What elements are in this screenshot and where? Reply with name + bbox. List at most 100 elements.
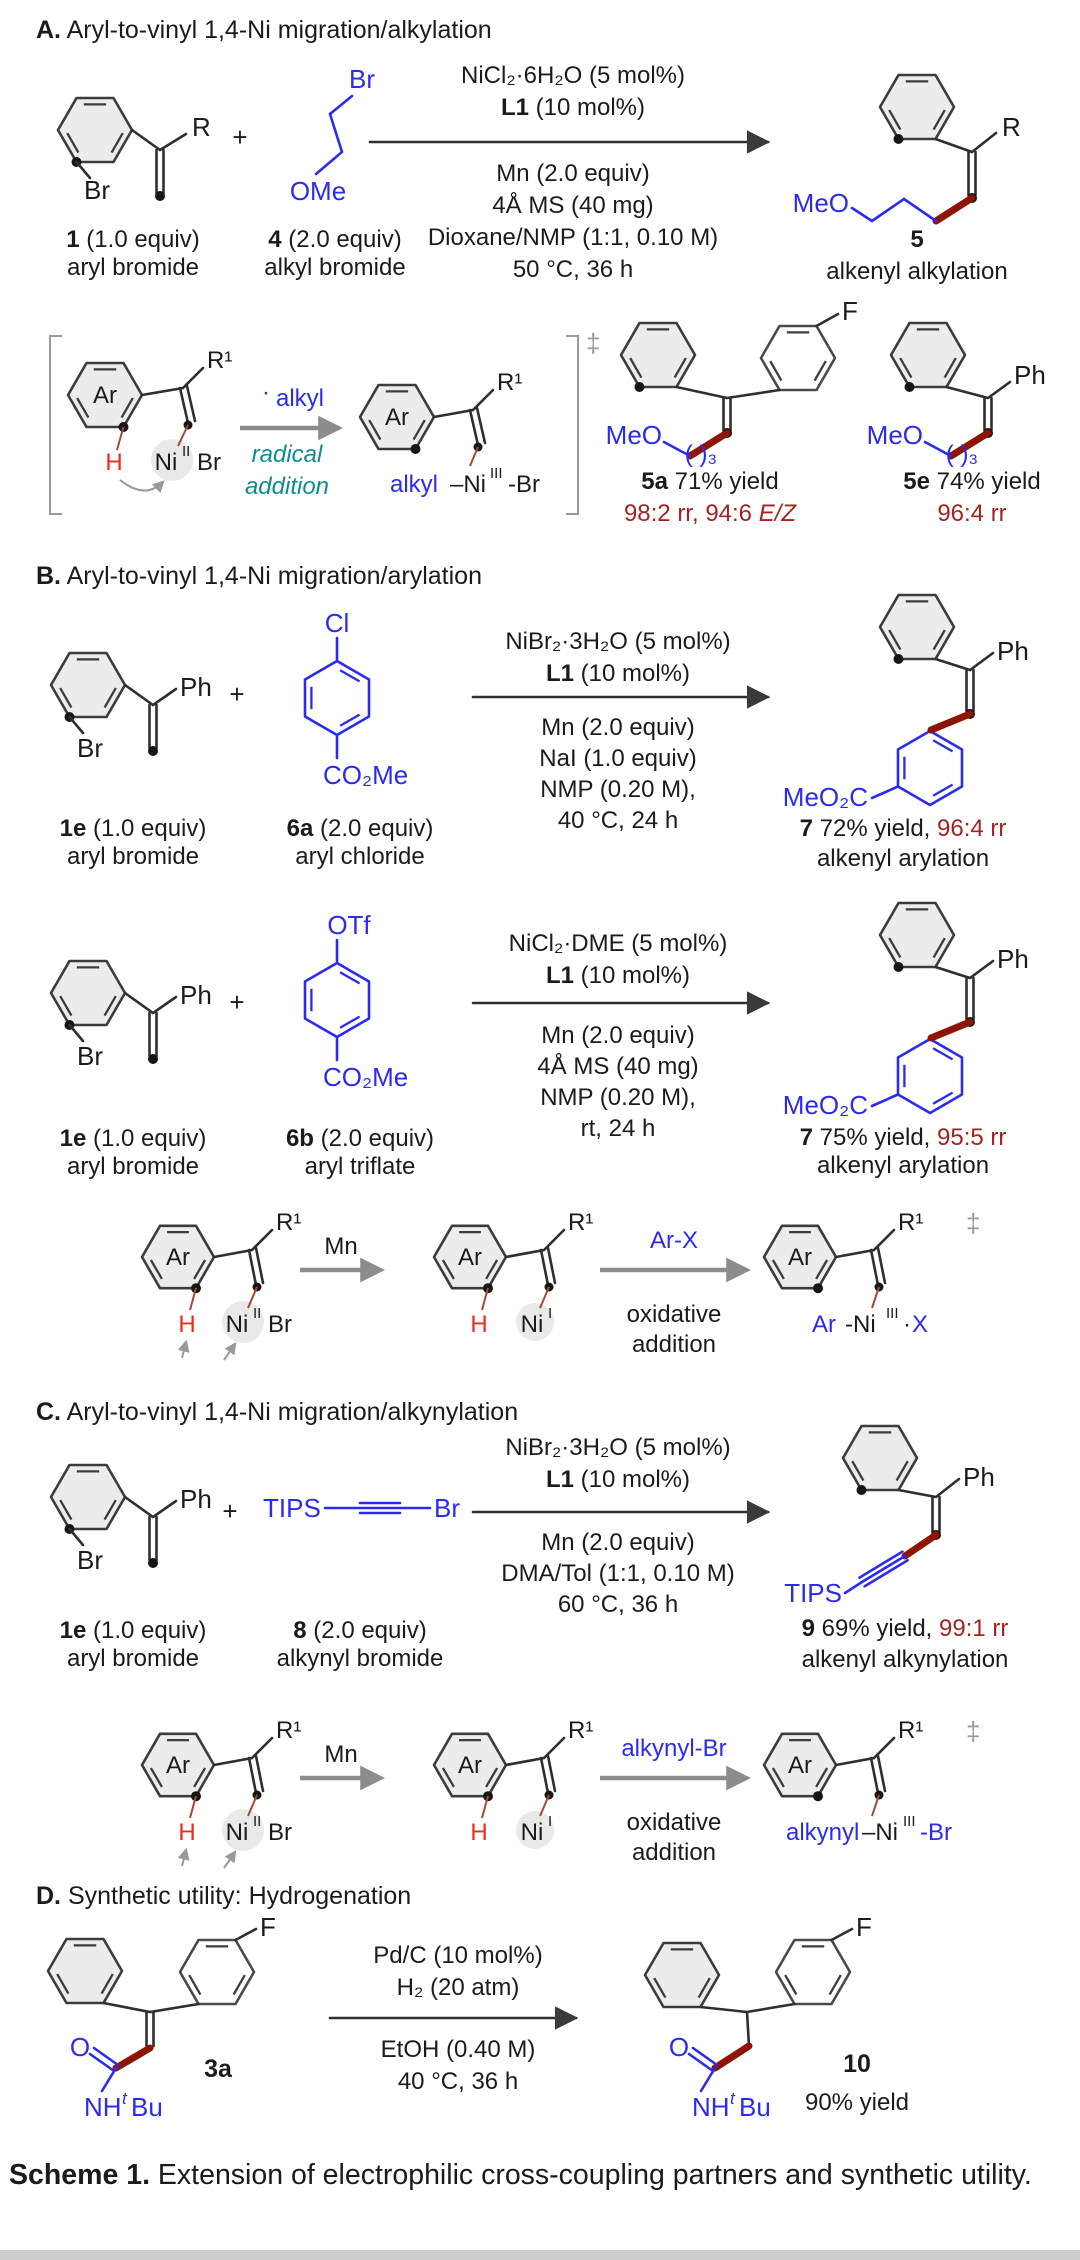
mech-b-species-3: Ar R¹ Ar -Ni III · X: [762, 1209, 928, 1338]
atom-ph: Ph: [963, 1462, 995, 1492]
atom-ar: Ar: [812, 1311, 836, 1338]
atom-ar: Ar: [788, 1244, 812, 1271]
atom-ar: Ar: [788, 1752, 812, 1779]
compound-6a-label: 6a (2.0 equiv): [286, 815, 434, 842]
bond: [212, 1736, 274, 1767]
compound-6b-desc: aryl triflate: [304, 1153, 416, 1180]
atom-nh: NH: [84, 2092, 122, 2122]
cond-c-below-1: Mn (2.0 equiv): [541, 1529, 695, 1556]
curved-arrow: [119, 479, 165, 494]
small-arrow: [223, 1342, 237, 1361]
oxidative-addition-label: addition: [632, 1839, 716, 1866]
atom-br: Br: [197, 449, 221, 476]
mech-c-species-2: Ar R¹ H Ni I: [432, 1717, 593, 1849]
alkyl-label: alkyl: [276, 385, 324, 412]
atom-ni: Ni: [155, 449, 178, 476]
structure-4-alkyl-bromide: Br OMe: [290, 64, 376, 206]
cond-a-below-2: 4Å MS (40 mg): [492, 192, 654, 219]
product-7b-desc: alkenyl arylation: [816, 1152, 990, 1179]
product-7a-yield: 7 72% yield, 96:4 rr: [799, 815, 1007, 842]
cond-c-above-1: NiBr₂·3H₂O (5 mol%): [505, 1434, 731, 1461]
bottom-bar: [0, 2250, 1080, 2260]
atom-tips: TIPS: [263, 1493, 321, 1523]
atom-meo: MeO: [867, 420, 923, 450]
atom-br: -Br: [508, 471, 540, 498]
compound-6b-label: 6b (2.0 equiv): [285, 1125, 435, 1152]
atom-cl: Cl: [325, 608, 350, 638]
atom-ar: Ar: [93, 382, 117, 409]
bond: [68, 715, 85, 735]
bond: [945, 380, 1012, 400]
double-bond: [869, 1754, 887, 1795]
bond: [130, 128, 188, 152]
structure-3a: F O NH t Bu: [46, 1912, 276, 2122]
scheme-caption: Scheme 1. Extension of electrophilic cro…: [9, 2159, 1032, 2191]
compound-1e-desc-c: aryl bromide: [66, 1645, 200, 1672]
oxidative-addition-label: oxidative: [627, 1301, 722, 1328]
atom-br: Br: [77, 1041, 103, 1071]
section-b-title: B. Aryl-to-vinyl 1,4-Ni migration/arylat…: [36, 562, 482, 590]
mech-a-species-2: Ar R¹ alkyl –Ni III -Br: [358, 369, 540, 498]
bond: [662, 440, 692, 458]
atom-r1: R¹: [207, 347, 232, 374]
red-bond: [711, 2042, 753, 2072]
bond: [68, 1527, 85, 1547]
triple-bond: [843, 1550, 909, 1595]
atom-h: H: [470, 1819, 487, 1846]
arx-label: Ar-X: [650, 1227, 698, 1254]
double-bond: [468, 406, 487, 447]
bond: [100, 2066, 118, 2093]
small-arrow: [177, 1847, 190, 1867]
double-bond: [247, 1246, 265, 1287]
bracket-left: [49, 335, 62, 515]
section-a-title: A. Aryl-to-vinyl 1,4-Ni migration/alkyla…: [36, 16, 492, 44]
atom-br: Br: [349, 64, 375, 94]
bond: [834, 1228, 896, 1259]
atom-t: t: [730, 2089, 736, 2108]
compound-4-label: 4 (2.0 equiv): [268, 226, 402, 253]
alkyl-label: alkyl: [390, 471, 438, 498]
red-bond: [927, 1018, 974, 1042]
compound-1e-label-b2: 1e (1.0 equiv): [59, 1125, 207, 1152]
atom-ni: -Ni: [845, 1311, 876, 1338]
bond: [234, 1927, 258, 1942]
product-5a-yield: 5a 71% yield: [641, 468, 779, 495]
ox-state: II: [253, 1813, 261, 1830]
atom-br: Br: [268, 1819, 292, 1846]
ox-state: II: [182, 443, 190, 460]
product-5-desc: alkenyl alkylation: [826, 258, 1008, 285]
atom-ph: Ph: [180, 1484, 212, 1514]
bond: [850, 197, 938, 223]
double-dagger: ‡: [966, 1208, 980, 1238]
structure-10-product: F O NH t Bu: [643, 1912, 872, 2122]
atom-h: H: [105, 449, 122, 476]
atom-meo: MeO: [793, 188, 849, 218]
atom-h: H: [178, 1819, 195, 1846]
structure-1e-b1: Br Ph: [49, 651, 212, 763]
mn-label: Mn: [324, 1741, 357, 1768]
cond-b2-above-2: L1 (10 mol%): [545, 962, 691, 989]
bond: [212, 1228, 274, 1259]
atom-ar: Ar: [458, 1244, 482, 1271]
bond: [504, 1228, 566, 1259]
structure-8-alkynyl-bromide: TIPS Br: [263, 1493, 460, 1523]
cond-d-below-2: 40 °C, 36 h: [397, 2068, 519, 2095]
atom-ni: –Ni: [862, 1819, 898, 1846]
compound-4-desc: alkyl bromide: [264, 254, 406, 281]
atom-ni: –Ni: [450, 471, 486, 498]
atom-t: t: [122, 2089, 128, 2108]
mech-c-species-1: Ar R¹ H Ni II Br: [140, 1717, 301, 1869]
cond-c-below-3: 60 °C, 36 h: [557, 1591, 679, 1618]
bond: [830, 1927, 854, 1942]
atom-ph: Ph: [180, 980, 212, 1010]
compound-1e-desc-b1: aryl bromide: [66, 843, 200, 870]
triple-bond: [323, 1501, 432, 1515]
cond-a-below-4: 50 °C, 36 h: [512, 256, 634, 283]
mech-a-species-1: Ar R¹ H Ni II Br: [66, 347, 232, 494]
bond: [870, 1093, 900, 1108]
compound-1-label: 1 (1.0 equiv): [66, 226, 200, 253]
ox-state: I: [548, 1305, 552, 1322]
atom-r1: R¹: [568, 1717, 593, 1744]
atom-co2me: CO₂Me: [323, 1062, 408, 1092]
